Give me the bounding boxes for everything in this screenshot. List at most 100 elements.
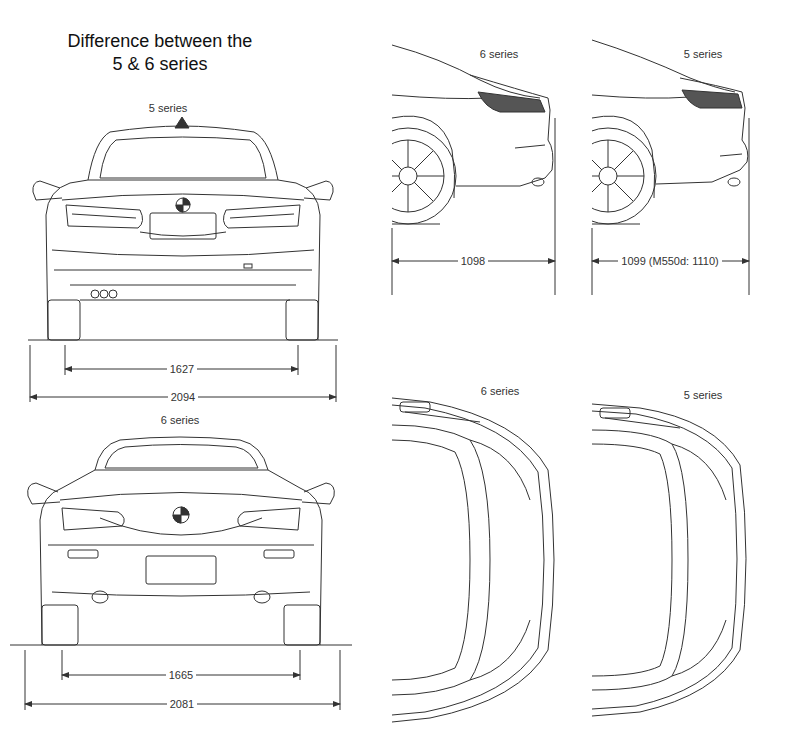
top-view-5-series-part	[592, 411, 737, 709]
side-view-5-series-part-part	[728, 178, 740, 186]
rear-view-6-series-part	[146, 556, 216, 584]
top-view-5-series-part	[592, 444, 672, 676]
rear-view-6-series-part	[173, 507, 189, 523]
side-view-6-series-part-part	[478, 92, 545, 112]
side-view-5-series-part	[592, 118, 749, 295]
side-view-5-series-part-part	[592, 140, 644, 212]
rear-view-5-series-part	[52, 250, 314, 256]
view-label: 5 series	[681, 389, 726, 402]
rear-view-6-series-part	[60, 493, 302, 501]
side-view-5-series-part-part	[592, 128, 656, 224]
dimension-label: 2081	[167, 698, 197, 711]
top-view-6-series-part	[392, 405, 544, 715]
side-view-6-series-part-part	[392, 224, 440, 225]
rear-view-6-series-part	[284, 605, 320, 645]
rear-view-5-series-part	[48, 300, 80, 340]
rear-view-6-series-part	[52, 592, 310, 596]
side-view-5-series-part-part	[592, 95, 690, 98]
rear-view-6-series-part	[10, 645, 352, 646]
rear-view-5-series-part	[33, 181, 62, 200]
side-view-5-series-part-part	[592, 224, 640, 225]
rear-view-5-series-part	[91, 290, 99, 298]
side-view-6-series-part-part	[532, 178, 544, 186]
side-view-6-series-part-part	[392, 128, 456, 224]
rear-view-6-series-part	[25, 650, 340, 710]
rear-view-5-series-part	[140, 232, 226, 236]
side-view-5-series-part-part	[656, 108, 748, 184]
rear-view-6-series-part	[62, 508, 124, 530]
rear-view-5-series-part	[304, 181, 333, 200]
top-view-5-series-part	[605, 418, 680, 428]
top-view-6-series-part	[392, 425, 490, 695]
rear-view-6-series-part	[105, 445, 258, 469]
rear-view-5-series-part	[100, 290, 108, 298]
rear-view-5-series-part	[54, 270, 312, 271]
dimension-label: 1665	[166, 669, 196, 682]
rear-view-5-series-part	[150, 213, 216, 239]
side-view-5-series	[560, 40, 749, 295]
side-view-6-series-part-part	[392, 45, 540, 98]
top-view-5-series-part	[592, 404, 746, 716]
rear-view-5-series-part	[100, 137, 266, 178]
rear-view-6-series-part	[264, 550, 294, 558]
side-view-6-series-part-part	[392, 140, 444, 212]
dimension-label: 1098	[458, 255, 488, 268]
rear-view-5-series-part	[176, 198, 190, 212]
side-view-5-series-part-part	[680, 78, 745, 108]
rear-view-6-series	[10, 437, 352, 710]
rear-view-5-series-part	[66, 205, 143, 228]
top-view-5-series-part	[672, 444, 726, 676]
view-label: 6 series	[158, 414, 203, 427]
top-view-6-series-part	[405, 412, 480, 422]
dimension-label: 2094	[168, 391, 198, 404]
side-view-6-series-part-part	[515, 145, 545, 148]
top-view-6-series-part	[400, 402, 430, 412]
side-view-6-series-part-part	[456, 110, 553, 186]
rear-view-6-series-part	[254, 591, 270, 603]
view-label: 5 series	[681, 48, 726, 61]
side-view-6-series	[360, 45, 555, 295]
rear-view-6-series-part	[42, 605, 78, 645]
top-view-6-series	[392, 398, 554, 722]
top-view-5-series-part	[600, 408, 630, 418]
diagram-title: Difference between the 5 & 6 series	[64, 30, 256, 76]
side-view-5-series-part-part	[592, 140, 644, 212]
side-view-6-series-part-part	[392, 95, 490, 99]
top-view-6-series-part	[392, 398, 554, 722]
view-label: 5 series	[146, 102, 191, 115]
side-view-5-series-part	[592, 40, 748, 224]
rear-view-5-series-part	[230, 214, 294, 218]
top-view-5-series	[592, 404, 746, 716]
side-view-6-series-part	[392, 45, 553, 224]
top-view-6-series-part	[392, 440, 470, 680]
rear-view-6-series-part	[28, 483, 60, 504]
rear-view-6-series-part	[95, 437, 268, 470]
rear-view-5-series-part	[72, 214, 136, 218]
rear-view-6-series-part	[40, 470, 322, 645]
rear-view-5-series-part	[28, 340, 338, 341]
rear-view-5-series-part	[176, 198, 190, 212]
rear-view-5-series-part	[46, 180, 320, 340]
rear-view-6-series-part	[302, 483, 334, 504]
side-view-5-series-part-part	[592, 40, 735, 92]
rear-view-5-series-part	[109, 290, 117, 298]
rear-view-5-series-part	[80, 300, 290, 301]
rear-view-5-series-part	[175, 117, 189, 128]
rear-view-5-series-part	[244, 264, 252, 268]
rear-view-5-series	[28, 117, 338, 402]
dimension-label: 1099 (M550d: 1110)	[618, 255, 721, 268]
rear-view-6-series-part	[238, 508, 300, 530]
rear-view-5-series-part	[223, 205, 300, 228]
view-label: 6 series	[478, 385, 523, 398]
view-label: 6 series	[477, 48, 522, 61]
side-view-6-series-part	[392, 118, 555, 295]
dimension-label: 1627	[167, 363, 197, 376]
rear-view-5-series-part	[286, 300, 318, 340]
side-view-5-series-part-part	[682, 90, 742, 108]
rear-view-6-series-part	[92, 591, 108, 603]
rear-view-6-series-part	[68, 550, 98, 558]
top-view-6-series-part	[470, 440, 530, 680]
side-view-6-series-part-part	[392, 140, 444, 212]
side-view-5-series-part-part	[720, 154, 742, 156]
